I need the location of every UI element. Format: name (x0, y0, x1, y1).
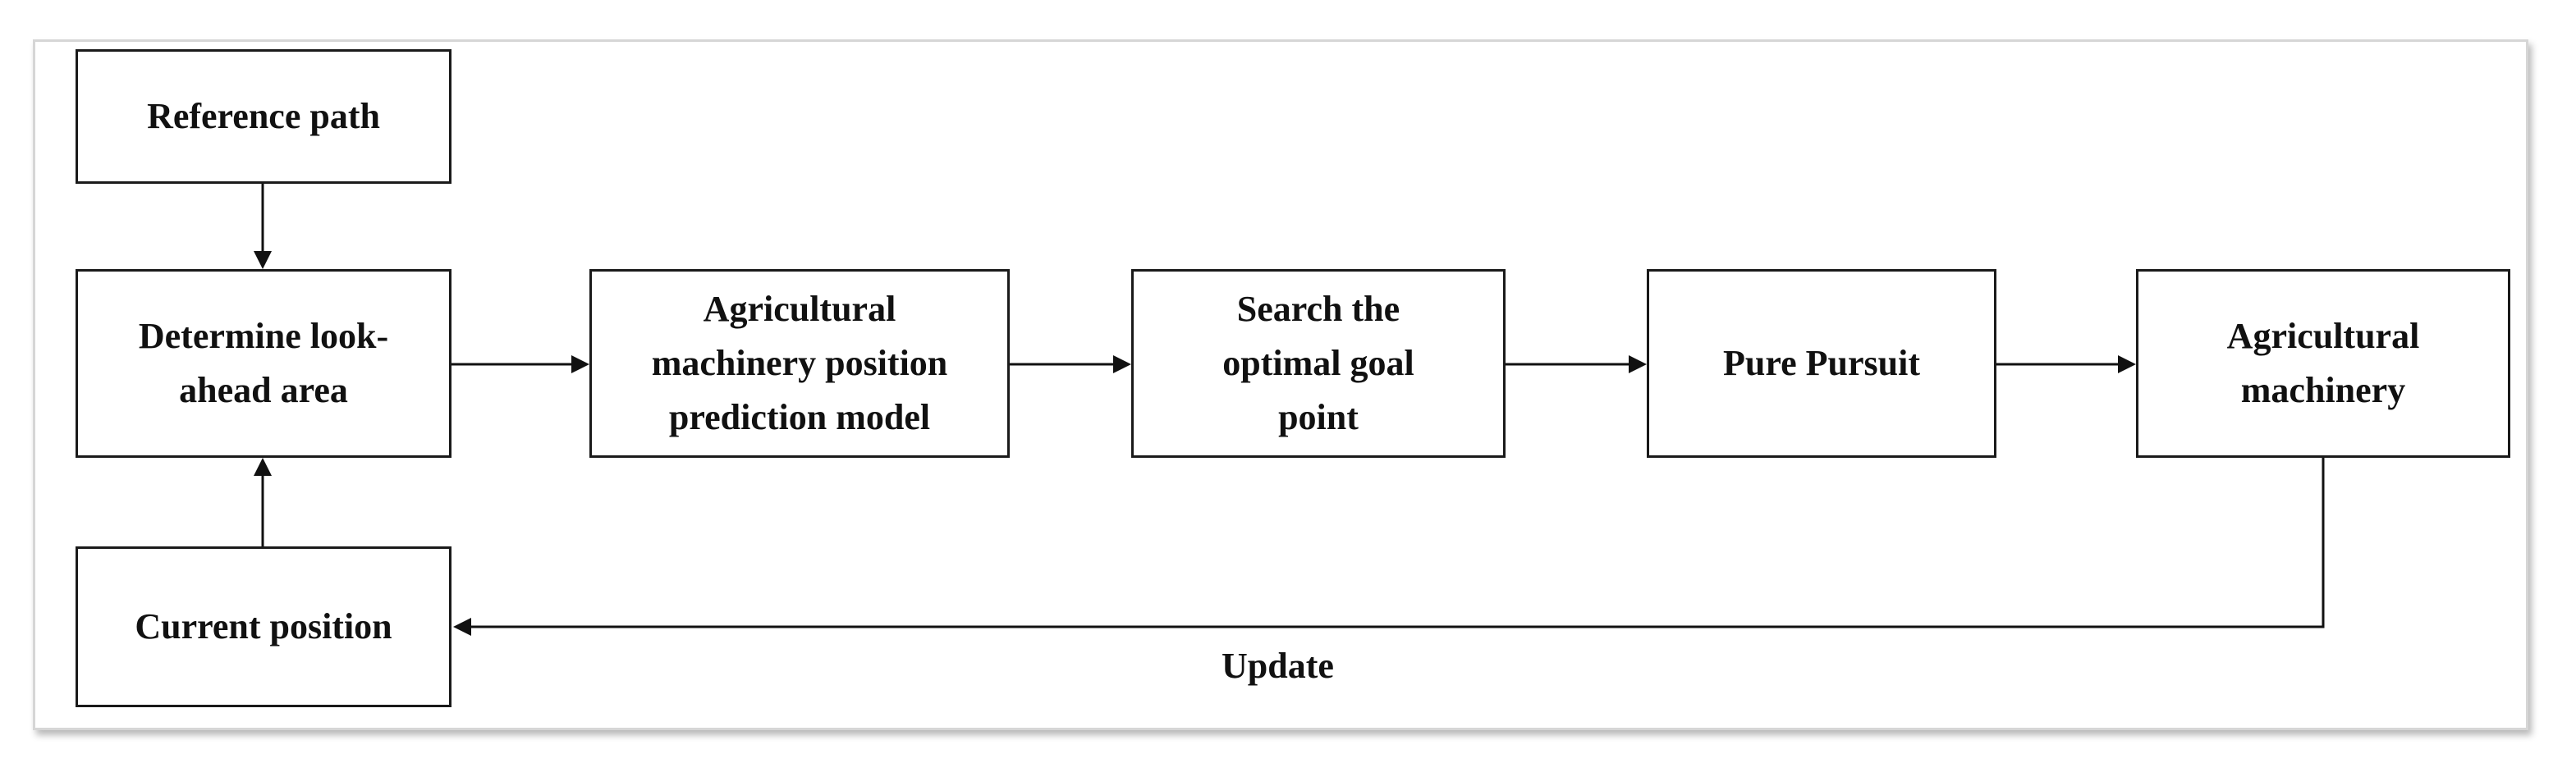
node-pure-pursuit: Pure Pursuit (1647, 269, 1996, 458)
node-reference-path: Reference path (76, 49, 451, 184)
arrowhead-current-to-lookahead (254, 458, 272, 476)
arrowhead-purepursuit-to-machinery (2118, 355, 2136, 373)
arrowhead-reference-to-lookahead (254, 251, 272, 269)
arrowhead-search-to-purepursuit (1629, 355, 1647, 373)
node-search-optimal-goal-point: Search the optimal goal point (1131, 269, 1506, 458)
node-agricultural-machinery: Agricultural machinery (2136, 269, 2510, 458)
arrowhead-prediction-to-search (1113, 355, 1131, 373)
arrowhead-lookahead-to-prediction (571, 355, 589, 373)
node-position-prediction-model: Agricultural machinery position predicti… (589, 269, 1010, 458)
arrowhead-machinery-to-current (453, 618, 471, 636)
edge-label-update: Update (1222, 646, 1334, 686)
edge-machinery-to-current (471, 458, 2325, 628)
node-current-position: Current position (76, 546, 451, 707)
node-determine-lookahead-area: Determine look- ahead area (76, 269, 451, 458)
